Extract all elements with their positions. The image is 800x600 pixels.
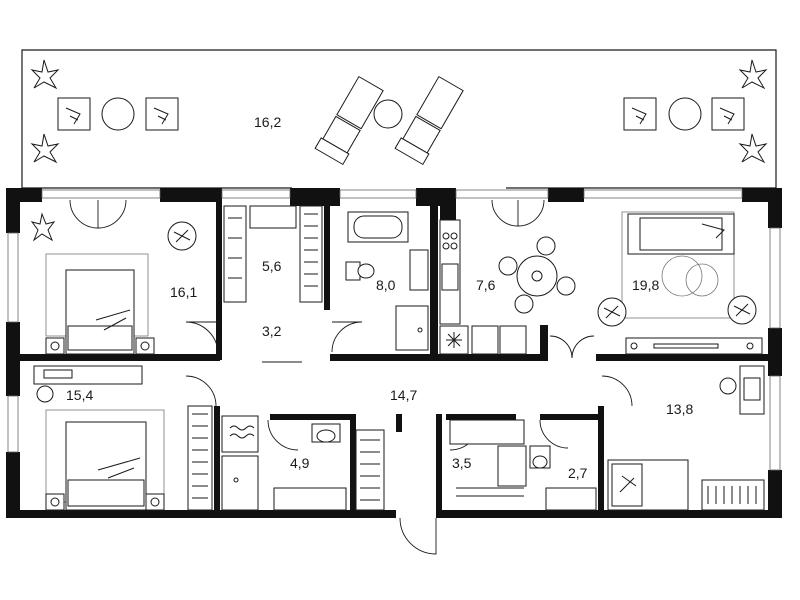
bathroom-3-furniture bbox=[529, 445, 597, 511]
table-icon bbox=[101, 97, 702, 131]
room-area-bedroom-1: 16,1 bbox=[170, 284, 197, 300]
room-area-bedroom-2: 15,4 bbox=[66, 387, 93, 403]
room-area-bathroom-1: 8,0 bbox=[376, 277, 396, 293]
bedroom-3-furniture bbox=[607, 365, 765, 511]
armchair-icon bbox=[167, 221, 197, 251]
sun-lounger-icon bbox=[314, 75, 464, 166]
room-area-wardrobe-2: 3,5 bbox=[452, 455, 472, 471]
room-labels: 16,2 16,1 5,6 3,2 8,0 7,6 19,8 15,4 14,7… bbox=[66, 114, 693, 481]
living-room-furniture bbox=[597, 211, 763, 355]
bathroom-2-furniture bbox=[221, 415, 385, 511]
terrace-furniture bbox=[30, 59, 768, 166]
kitchen-furniture bbox=[439, 219, 576, 355]
room-area-wardrobe-1: 5,6 bbox=[262, 258, 282, 274]
room-area-terrace: 16,2 bbox=[254, 114, 281, 130]
interior-walls bbox=[6, 200, 782, 518]
wardrobe-2-furniture bbox=[449, 419, 527, 497]
room-area-bathroom-2: 4,9 bbox=[290, 455, 310, 471]
room-area-corridor: 14,7 bbox=[390, 387, 417, 403]
bathroom-1-furniture bbox=[345, 211, 429, 351]
room-area-living-room: 19,8 bbox=[632, 277, 659, 293]
dining-table-icon bbox=[498, 236, 576, 314]
outer-walls bbox=[6, 188, 782, 518]
room-area-bathroom-3: 2,7 bbox=[568, 465, 588, 481]
armchair-icon bbox=[57, 97, 745, 131]
bedroom-1-furniture bbox=[30, 212, 197, 355]
bedroom-2-furniture bbox=[33, 365, 213, 511]
room-area-hall-small: 3,2 bbox=[262, 323, 282, 339]
wardrobe-1-furniture bbox=[223, 205, 323, 303]
plant-icon bbox=[30, 59, 768, 164]
room-area-bedroom-3: 13,8 bbox=[666, 401, 693, 417]
room-area-kitchen: 7,6 bbox=[476, 277, 496, 293]
